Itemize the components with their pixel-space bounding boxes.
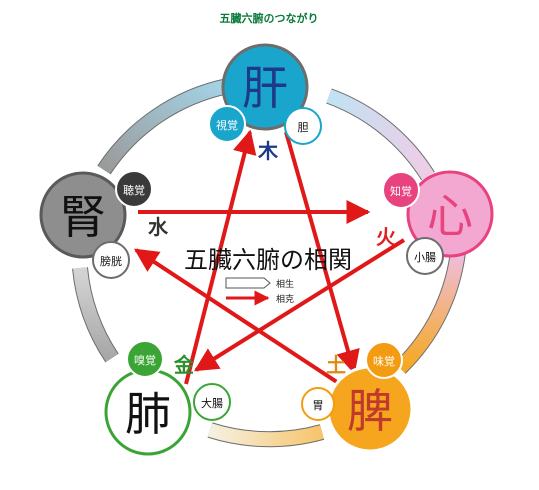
element-metal-label: 金 <box>173 353 195 377</box>
sense-sight-badge <box>208 105 246 143</box>
organ-lung-label: 肺 <box>125 387 171 441</box>
bowel-bladder-label: 膀胱 <box>100 254 122 268</box>
sense-taste-badge <box>365 341 403 379</box>
sense-perception-label: 知覚 <box>390 184 412 198</box>
element-wood-label: 木 <box>257 139 279 163</box>
sense-sight-label: 視覚 <box>216 118 238 132</box>
element-earth-label: 土 <box>326 353 346 377</box>
organ-kidney-label: 腎 <box>60 190 106 244</box>
bowel-stomach-label: 胃 <box>313 399 324 412</box>
bowel-gallbladder-label: 胆 <box>298 121 309 134</box>
organ-fire-group: 心 知覚 小腸 <box>382 170 494 275</box>
organ-wood-group: 肝 視覚 胆 <box>208 43 322 145</box>
bowel-small-intestine-badge <box>406 237 444 275</box>
legend-generating-label: 相生 <box>276 278 294 290</box>
organ-water-group: 腎 聴覚 膀胱 <box>39 170 153 279</box>
bowel-small-intestine-label: 小腸 <box>414 251 436 264</box>
organ-metal-group: 肺 嗅覚 大腸 <box>104 340 231 456</box>
sense-hearing-label: 聴覚 <box>123 184 145 197</box>
sense-taste-label: 味覚 <box>373 355 395 368</box>
organ-kidney-circle <box>39 171 127 259</box>
element-water-label: 水 <box>148 215 169 239</box>
organ-liver-label: 肝 <box>242 61 288 115</box>
organ-heart-circle <box>406 170 494 258</box>
element-fire-label: 火 <box>376 225 397 249</box>
organ-spleen-label: 脾 <box>347 384 393 438</box>
legend-generating-swatch <box>225 277 271 289</box>
organ-liver-circle <box>221 43 309 131</box>
diagram-title: 五臓六腑のつながり <box>220 11 319 25</box>
arrow-metal-to-wood <box>184 129 257 385</box>
legend-controlling-label: 相克 <box>276 293 294 305</box>
sense-smell-label: 嗅覚 <box>134 353 156 367</box>
sense-smell-badge <box>126 340 164 378</box>
arrow-fire-to-metal <box>193 238 406 372</box>
controlling-arrows <box>133 129 406 390</box>
arrow-wood-to-earth <box>284 131 360 375</box>
organ-earth-group: 脾 味覚 胃 <box>301 341 414 453</box>
generating-cycle-ring <box>72 78 466 448</box>
bowel-gallbladder-badge <box>284 107 322 145</box>
center-title: 五臓六腑の相関 <box>184 246 352 274</box>
arrow-earth-to-water <box>133 248 348 390</box>
legend: 相生 相克 <box>225 277 294 306</box>
sense-hearing-badge <box>115 170 153 208</box>
sense-perception-badge <box>382 171 420 209</box>
bowel-large-intestine-badge <box>193 383 231 421</box>
bowel-stomach-badge <box>301 387 335 421</box>
organ-heart-label: 心 <box>427 189 473 243</box>
bowel-bladder-badge <box>92 241 130 279</box>
bowel-large-intestine-label: 大腸 <box>201 396 223 410</box>
